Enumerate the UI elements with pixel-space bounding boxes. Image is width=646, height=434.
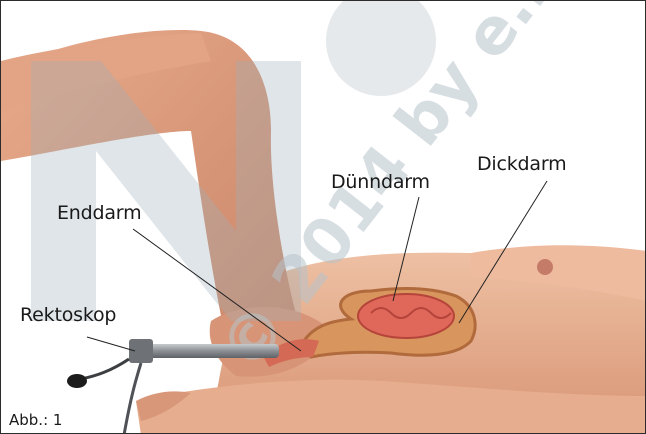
label-rektoskop: Rektoskop [20,304,116,326]
label-dickdarm: Dickdarm [477,153,566,175]
nipple [537,259,553,275]
label-duenndarm: Dünndarm [331,171,430,193]
leader-rektoskop [87,337,135,351]
label-enddarm: Enddarm [57,202,141,224]
figure-caption: Abb.: 1 [9,411,62,429]
